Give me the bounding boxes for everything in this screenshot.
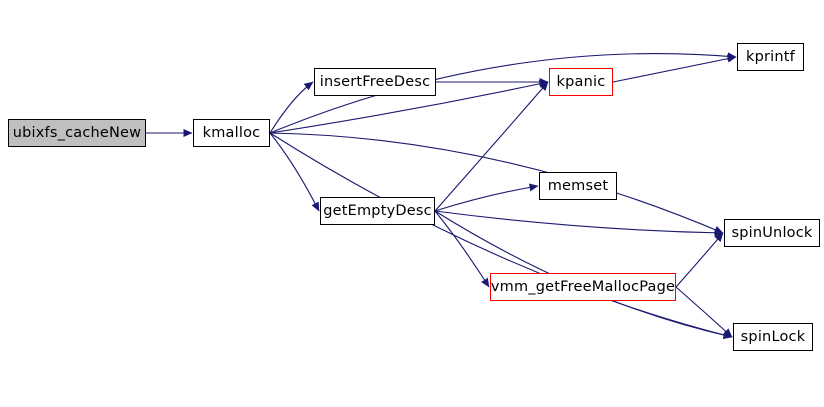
edge-getEmptyDesc-to-vmm_getFreeMallocPage (434, 210, 490, 288)
edge-vmm_getFreeMallocPage-to-spinUnlock (675, 232, 724, 288)
edge-kmalloc-to-insertFreeDesc (269, 81, 314, 134)
edge-getEmptyDesc-to-kpanic (434, 81, 549, 212)
edge-getEmptyDesc-to-spinUnlock (434, 210, 724, 237)
node-kmalloc[interactable]: kmalloc (193, 119, 270, 147)
node-label: kpanic (556, 74, 606, 90)
node-label: vmm_getFreeMallocPage (490, 279, 676, 295)
node-vmm-getFreeMallocPage[interactable]: vmm_getFreeMallocPage (490, 273, 676, 301)
node-label: spinUnlock (731, 225, 813, 241)
node-memset[interactable]: memset (539, 172, 617, 200)
node-label: kmalloc (202, 125, 261, 141)
edge-kmalloc-to-kpanic (269, 79, 549, 134)
edge-getEmptyDesc-to-memset (434, 183, 539, 212)
node-kpanic[interactable]: kpanic (549, 68, 613, 96)
node-kprintf[interactable]: kprintf (737, 43, 804, 71)
node-label: memset (547, 178, 609, 194)
node-spinLock[interactable]: spinLock (733, 323, 813, 351)
node-spinUnlock[interactable]: spinUnlock (724, 219, 820, 247)
edge-kmalloc-to-kprintf (269, 52, 737, 134)
node-label: ubixfs_cacheNew (12, 125, 142, 141)
node-ubixfs-cacheNew[interactable]: ubixfs_cacheNew (8, 119, 146, 147)
node-label: kprintf (746, 49, 795, 65)
edge-kpanic-to-kprintf (612, 54, 737, 83)
edge-kmalloc-to-spinLock (269, 132, 733, 339)
edge-kmalloc-to-spinUnlock (269, 132, 724, 234)
edge-vmm_getFreeMallocPage-to-spinLock (675, 286, 733, 338)
node-insertFreeDesc[interactable]: insertFreeDesc (314, 68, 436, 96)
node-label: getEmptyDesc (323, 203, 432, 219)
node-label: insertFreeDesc (319, 74, 431, 90)
node-getEmptyDesc[interactable]: getEmptyDesc (320, 197, 435, 225)
node-label: spinLock (740, 329, 806, 345)
edge-kmalloc-to-getEmptyDesc (269, 132, 320, 212)
